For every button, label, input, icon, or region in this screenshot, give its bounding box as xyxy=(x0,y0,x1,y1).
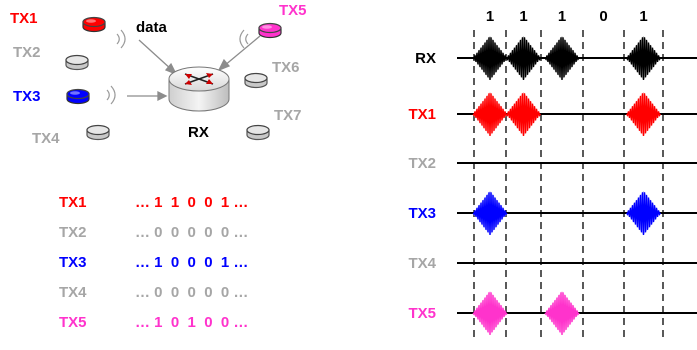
disk-icon xyxy=(244,72,268,89)
node-label: TX3 xyxy=(13,88,41,105)
pulse xyxy=(472,37,508,81)
pulse xyxy=(625,192,662,236)
disk-icon xyxy=(66,88,90,105)
node-tx7: TX7 xyxy=(246,107,302,141)
bit-header: 0 xyxy=(599,8,607,25)
lane-tx3: TX3 xyxy=(408,191,697,236)
node-tx3: TX3 xyxy=(13,85,116,105)
bit-row: TX4 … 0 0 0 0 0 … xyxy=(59,284,248,301)
node-label: TX7 xyxy=(274,107,302,124)
bit-table: TX1 … 1 1 0 0 1 … TX2 … 0 0 0 0 0 … TX3 … 1 0… xyxy=(59,194,248,331)
signal-waves-icon xyxy=(239,29,249,49)
lane-label: TX1 xyxy=(408,106,436,123)
pulse xyxy=(625,93,662,137)
pulse xyxy=(505,37,542,81)
bit-header: 1 xyxy=(519,8,527,25)
disk-icon xyxy=(246,124,270,141)
pulse xyxy=(544,37,580,81)
bit-header: 1 xyxy=(558,8,566,25)
disk-icon xyxy=(86,124,110,141)
lane-label: RX xyxy=(415,50,436,67)
bit-row-label: TX2 xyxy=(59,224,87,241)
pulse xyxy=(625,37,662,81)
bit-row-label: TX4 xyxy=(59,284,87,301)
bit-row-bits: … 1 0 0 0 1 … xyxy=(135,254,248,271)
bit-row-bits: … 1 1 0 0 1 … xyxy=(135,194,248,211)
bit-row-bits: … 0 0 0 0 0 … xyxy=(135,224,248,241)
pulse xyxy=(505,93,542,137)
disk-icon xyxy=(65,54,89,71)
pulse xyxy=(544,292,580,336)
pulse xyxy=(472,192,508,236)
node-label: TX4 xyxy=(32,130,60,147)
signal-waves-icon xyxy=(116,29,126,49)
bit-row-label: TX1 xyxy=(59,194,87,211)
node-tx6: TX6 xyxy=(244,59,300,89)
pulse xyxy=(472,292,508,336)
node-label: TX2 xyxy=(13,44,41,61)
lane-label: TX5 xyxy=(408,305,436,322)
bit-row-bits: … 1 0 1 0 0 … xyxy=(135,314,248,331)
lane-tx4: TX4 xyxy=(408,255,697,272)
bit-row: TX5 … 1 0 1 0 0 … xyxy=(59,314,248,331)
lane-label: TX4 xyxy=(408,255,436,272)
bit-row: TX3 … 1 0 0 0 1 … xyxy=(59,254,248,271)
pulse xyxy=(472,93,508,137)
bit-row: TX2 … 0 0 0 0 0 … xyxy=(59,224,248,241)
bit-header: 1 xyxy=(486,8,494,25)
lane-tx2: TX2 xyxy=(408,155,697,172)
lane-label: TX3 xyxy=(408,205,436,222)
node-tx4: TX4 xyxy=(32,124,110,147)
bit-row: TX1 … 1 1 0 0 1 … xyxy=(59,194,248,211)
disk-icon xyxy=(258,22,282,39)
bit-row-label: TX5 xyxy=(59,314,87,331)
rx-label: RX xyxy=(188,124,209,141)
lane-label: TX2 xyxy=(408,155,436,172)
node-tx2: TX2 xyxy=(13,44,89,71)
disk-icon xyxy=(82,16,106,33)
node-label: TX1 xyxy=(10,10,38,27)
signal-waves-icon xyxy=(106,85,116,105)
bit-row-bits: … 0 0 0 0 0 … xyxy=(135,284,248,301)
lane-rx: RX xyxy=(415,36,697,81)
data-arrows xyxy=(127,35,261,102)
node-label: TX5 xyxy=(279,2,307,19)
data-label: data xyxy=(136,19,168,36)
router-icon xyxy=(168,66,230,112)
bit-row-label: TX3 xyxy=(59,254,87,271)
lane-tx1: TX1 xyxy=(408,92,697,137)
node-label: TX6 xyxy=(272,59,300,76)
bit-header: 1 xyxy=(639,8,647,25)
node-tx1: TX1 xyxy=(10,10,126,49)
node-tx5: TX5 xyxy=(239,2,307,49)
lane-tx5: TX5 xyxy=(408,291,697,336)
